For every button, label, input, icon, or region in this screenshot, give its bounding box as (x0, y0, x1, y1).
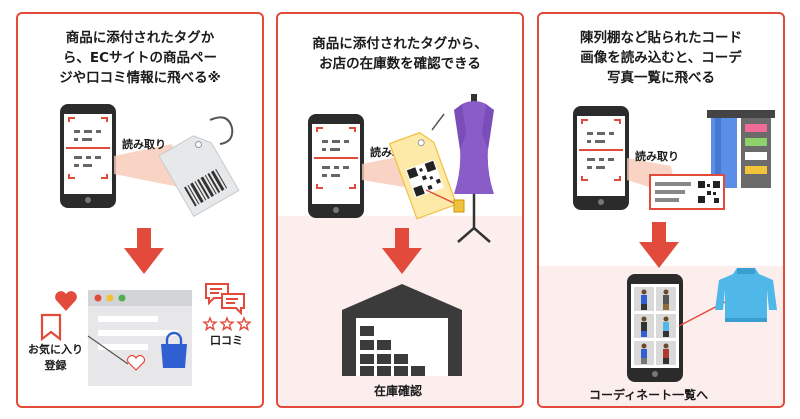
title-line-1: 陳列棚など貼られたコード (580, 30, 742, 46)
pointer-line (87, 335, 146, 371)
warehouse-icon (342, 284, 462, 376)
panel-title: 陳列棚など貼られたコード 画像を読み込むと、コーデ 写真一覧に飛べる (547, 28, 775, 88)
scan-label: 読み取り (635, 150, 679, 163)
coordinate-list-label: コーディネート一覧へ (589, 388, 709, 402)
coordinate-phone-icon (627, 274, 683, 382)
title-line-2: 画像を読み込むと、コーデ (580, 50, 742, 66)
panel-coordinate-list: 陳列棚など貼られたコード 画像を読み込むと、コーデ 写真一覧に飛べる 読み取り (537, 12, 785, 408)
smartphone-icon (60, 104, 116, 208)
smartphone-icon (573, 106, 629, 210)
down-arrow-icon (382, 228, 422, 274)
title-line-1: 商品に添付されたタグから、 (312, 36, 488, 52)
smartphone-icon (308, 114, 364, 218)
title-line-1: 商品に添付されたタグか (65, 30, 215, 46)
review-label: 口コミ (210, 334, 243, 347)
bookmark-icon (40, 313, 62, 342)
heart-icon (55, 291, 77, 311)
favorite-label: お気に入り 登録 (28, 342, 83, 374)
title-line-2: お店の在庫数を確認できる (319, 56, 481, 72)
panel-title: 商品に添付されたタグから、 お店の在庫数を確認できる (286, 34, 514, 74)
tag-string (425, 189, 465, 213)
down-arrow-icon (639, 222, 679, 268)
scan-label: 読み取り (122, 138, 166, 151)
title-line-3: ジや口コミ情報に飛べる※ (59, 70, 221, 86)
panel-ec-site: 商品に添付されたタグか ら、ECサイトの商品ペー ジや口コミ情報に飛べる※ 読み… (16, 12, 264, 408)
panel-stock-check: 商品に添付されたタグから、 お店の在庫数を確認できる 読み取り (276, 12, 524, 408)
display-shelf-icon (707, 110, 775, 188)
chat-bubble-icon (205, 283, 245, 316)
title-line-2: ら、ECサイトの商品ペー (62, 50, 218, 66)
panel-title: 商品に添付されたタグか ら、ECサイトの商品ペー ジや口コミ情報に飛べる※ (26, 28, 254, 88)
favorite-label-line-1: お気に入り (28, 343, 83, 356)
down-arrow-icon (124, 228, 164, 274)
favorite-label-line-2: 登録 (44, 359, 67, 372)
browser-window-icon (88, 290, 192, 386)
qr-code-card-icon (649, 174, 725, 210)
sweater-icon (715, 268, 777, 322)
shopping-bag-icon (161, 331, 187, 368)
price-tag-icon (158, 116, 240, 218)
rating-stars-icon (202, 316, 252, 332)
title-line-3: 写真一覧に飛べる (607, 70, 715, 86)
dress-mannequin-icon (454, 94, 494, 243)
qr-tag-icon (388, 113, 458, 220)
stock-check-label: 在庫確認 (374, 384, 423, 398)
